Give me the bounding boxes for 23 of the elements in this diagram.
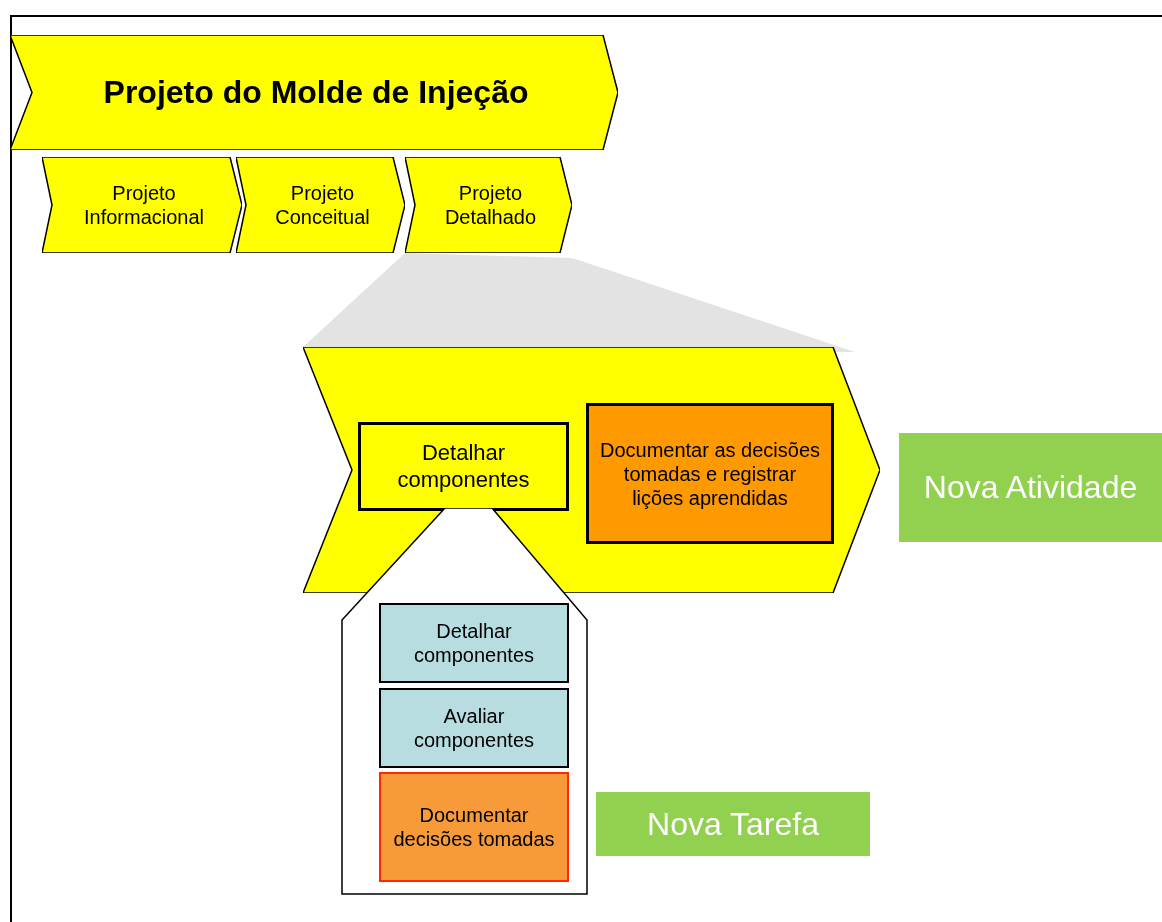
task-label: Detalhar componentes (396, 440, 531, 493)
phase-label: Projeto Conceitual (274, 181, 371, 229)
task-label: Documentar as decisões tomadas e registrar lições aprendidas (598, 437, 822, 510)
task-label: Nova Tarefa (647, 804, 819, 844)
phase-banner (236, 157, 405, 253)
task-label: Nova Atividade (923, 468, 1138, 507)
phase-banner (10, 35, 618, 150)
task-box (379, 603, 569, 683)
task-box (358, 422, 569, 511)
task-box (586, 403, 834, 544)
phase-label: Projeto do Molde de Injeção (103, 73, 529, 112)
phase-banner (42, 157, 242, 253)
callout-pentagon (341, 508, 588, 895)
phase-label: Projeto Detalhado (443, 181, 538, 229)
legend-box (899, 433, 1162, 542)
task-box (379, 772, 569, 882)
activity-panel (303, 347, 880, 593)
task-label: Detalhar componentes (412, 619, 536, 667)
legend-box (596, 792, 870, 856)
phase-label: Projeto Informacional (82, 181, 206, 229)
task-box (379, 688, 569, 768)
task-label: Documentar decisões tomadas (392, 803, 556, 851)
task-label: Avaliar componentes (412, 704, 536, 752)
